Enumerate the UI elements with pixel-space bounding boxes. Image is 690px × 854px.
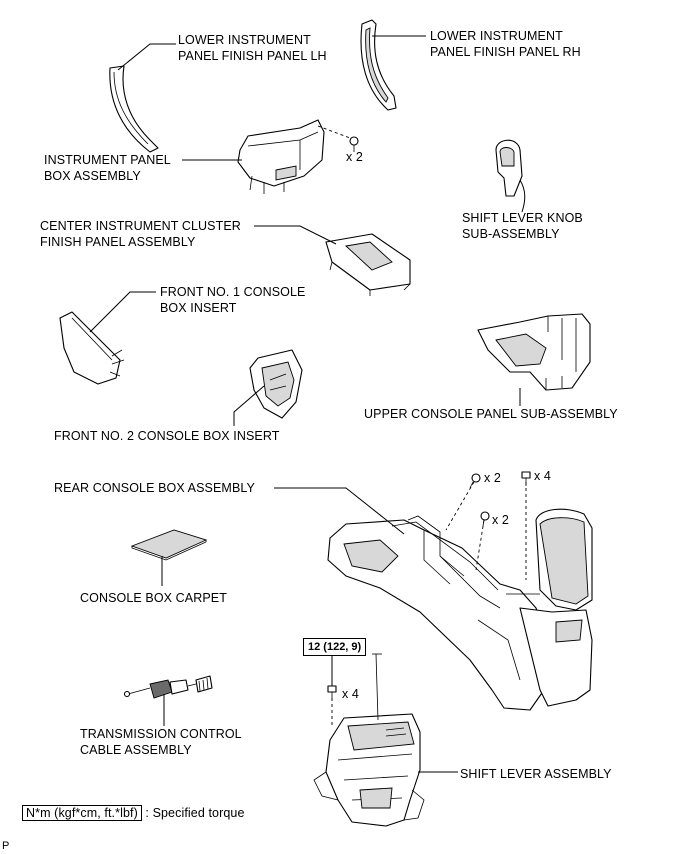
qty-shift-bolt: x 4	[342, 687, 359, 701]
screw-icon	[480, 511, 490, 527]
label-rear-console: REAR CONSOLE BOX ASSEMBLY	[54, 481, 255, 495]
part-trans-cable	[123, 675, 213, 699]
leader-center-cluster	[254, 225, 337, 245]
qty-rear-screw-b: x 2	[492, 513, 509, 527]
torque-legend: N*m (kgf*cm, ft.*lbf) : Specified torque	[22, 805, 245, 821]
screw-icon	[349, 136, 359, 152]
part-front-insert-2	[249, 349, 303, 419]
qty-rear-bolt: x 4	[534, 469, 551, 483]
leader-lower-panel-lh	[117, 43, 176, 71]
label-console-carpet: CONSOLE BOX CARPET	[80, 591, 227, 605]
bolt-icon	[327, 685, 337, 700]
screw-icon	[469, 473, 481, 489]
part-lower-panel-rh	[360, 19, 397, 111]
part-upper-console	[477, 313, 591, 391]
corner-mark: P	[2, 840, 10, 852]
part-instrument-box	[237, 119, 325, 194]
part-center-cluster	[325, 233, 411, 296]
leader-front-insert-2	[233, 385, 265, 426]
part-shift-lever	[313, 653, 425, 827]
part-rear-console	[327, 508, 593, 711]
label-shift-lever: SHIFT LEVER ASSEMBLY	[460, 767, 612, 781]
legend-unit-box: N*m (kgf*cm, ft.*lbf)	[22, 805, 142, 821]
legend-text: : Specified torque	[145, 806, 245, 820]
qty-box-screw: x 2	[346, 150, 363, 164]
part-shift-knob	[495, 139, 523, 197]
torque-value-box: 12 (122, 9)	[303, 638, 367, 656]
qty-rear-screw-a: x 2	[484, 471, 501, 485]
leader-shift-knob	[519, 179, 526, 213]
label-front-insert-2: FRONT NO. 2 CONSOLE BOX INSERT	[54, 429, 280, 443]
screw-line-rear-a	[445, 481, 475, 531]
screw-line-rear-b	[475, 519, 485, 571]
part-console-carpet	[130, 529, 208, 561]
bolt-icon	[521, 471, 531, 486]
part-lower-panel-lh	[109, 65, 159, 153]
part-front-insert-1	[59, 311, 125, 385]
leader-front-insert-1	[89, 291, 156, 333]
leader-rear-console	[274, 487, 405, 535]
label-upper-console: UPPER CONSOLE PANEL SUB-ASSEMBLY	[364, 407, 618, 421]
